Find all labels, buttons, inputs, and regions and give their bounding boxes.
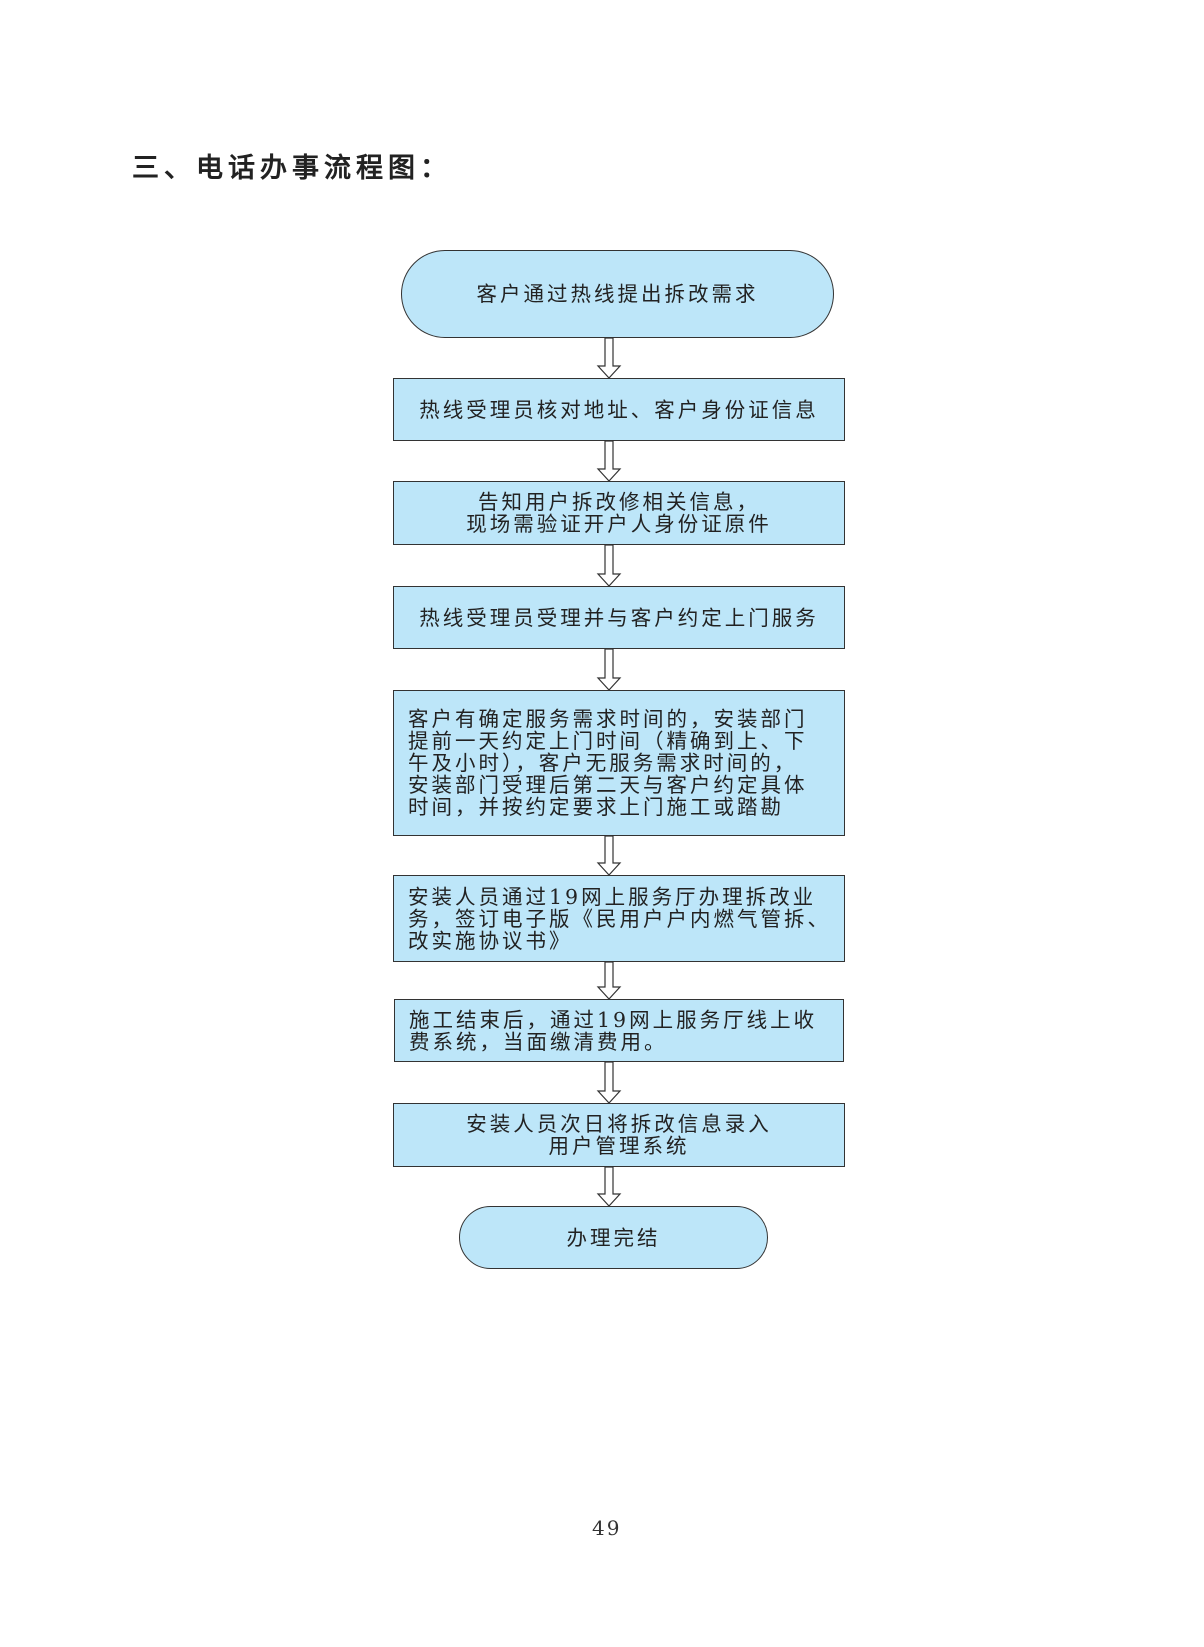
down-arrow-icon bbox=[596, 648, 622, 691]
down-arrow-icon bbox=[596, 440, 622, 482]
down-arrow-icon bbox=[596, 835, 622, 876]
node-text: 客户通过热线提出拆改需求 bbox=[476, 282, 759, 306]
down-arrow-icon bbox=[596, 337, 622, 379]
down-arrow-icon bbox=[596, 961, 622, 1000]
node-text: 安装人员次日将拆改信息录入 用户管理系统 bbox=[466, 1112, 772, 1158]
flow-step-verify: 热线受理员核对地址、客户身份证信息 bbox=[393, 378, 845, 441]
flow-step-record: 安装人员次日将拆改信息录入 用户管理系统 bbox=[393, 1103, 845, 1167]
flow-step-payment: 施工结束后，通过19网上服务厅线上收 费系统，当面缴清费用。 bbox=[394, 999, 844, 1062]
node-text: 热线受理员核对地址、客户身份证信息 bbox=[419, 397, 819, 422]
node-text: 告知用户拆改修相关信息， 现场需验证开户人身份证原件 bbox=[466, 490, 772, 536]
node-text: 施工结束后，通过19网上服务厅线上收 费系统，当面缴清费用。 bbox=[409, 1007, 818, 1054]
down-arrow-icon bbox=[596, 544, 622, 587]
node-text: 热线受理员受理并与客户约定上门服务 bbox=[419, 605, 819, 630]
flow-step-inform: 告知用户拆改修相关信息， 现场需验证开户人身份证原件 bbox=[393, 481, 845, 545]
flow-step-schedule: 客户有确定服务需求时间的，安装部门 提前一天约定上门时间（精确到上、下 午及小时… bbox=[393, 690, 845, 836]
flow-start-node: 客户通过热线提出拆改需求 bbox=[401, 250, 834, 338]
node-text: 办理完结 bbox=[566, 1225, 661, 1250]
flow-end-node: 办理完结 bbox=[459, 1206, 768, 1269]
down-arrow-icon bbox=[596, 1061, 622, 1104]
flow-step-agreement: 安装人员通过19网上服务厅办理拆改业 务，签订电子版《民用户户内燃气管拆、 改实… bbox=[393, 875, 845, 962]
node-text: 安装人员通过19网上服务厅办理拆改业 务，签订电子版《民用户户内燃气管拆、 改实… bbox=[408, 884, 831, 953]
node-text: 客户有确定服务需求时间的，安装部门 提前一天约定上门时间（精确到上、下 午及小时… bbox=[408, 707, 808, 819]
page-title: 三、电话办事流程图： bbox=[132, 153, 452, 184]
down-arrow-icon bbox=[596, 1166, 622, 1207]
flow-step-accept: 热线受理员受理并与客户约定上门服务 bbox=[393, 586, 845, 649]
page-number: 49 bbox=[592, 1516, 622, 1540]
